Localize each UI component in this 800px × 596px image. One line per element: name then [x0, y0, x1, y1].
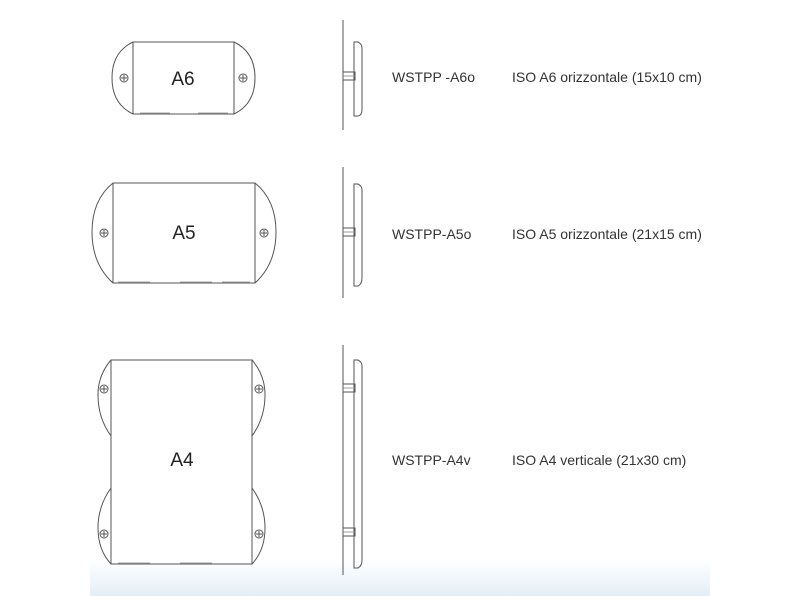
a6-side-view [342, 20, 363, 130]
screw-icon [99, 228, 109, 238]
a5-front-view: A5 [91, 182, 277, 284]
screw-icon [99, 384, 109, 394]
product-description: ISO A6 orizzontale (15x10 cm) [512, 69, 702, 85]
bottom-gradient [90, 560, 710, 596]
screw-icon [119, 73, 129, 83]
screw-icon [259, 228, 269, 238]
product-code: WSTPP-A5o [392, 226, 472, 242]
format-label: A6 [171, 69, 194, 90]
format-label: A4 [170, 450, 194, 471]
product-description: ISO A4 verticale (21x30 cm) [512, 452, 687, 468]
screw-icon [238, 73, 248, 83]
product-code: WSTPP-A4v [392, 452, 471, 468]
a4-side-view [342, 345, 363, 575]
product-code: WSTPP -A6o [392, 69, 475, 85]
screw-icon [254, 384, 264, 394]
product-description: ISO A5 orizzontale (21x15 cm) [512, 226, 702, 242]
a5-side-view [342, 167, 363, 298]
a4-front-view: A4 [97, 359, 266, 565]
a6-front-view: A6 [111, 41, 256, 115]
format-label: A5 [172, 223, 195, 244]
screw-icon [99, 529, 109, 539]
screw-icon [254, 529, 264, 539]
